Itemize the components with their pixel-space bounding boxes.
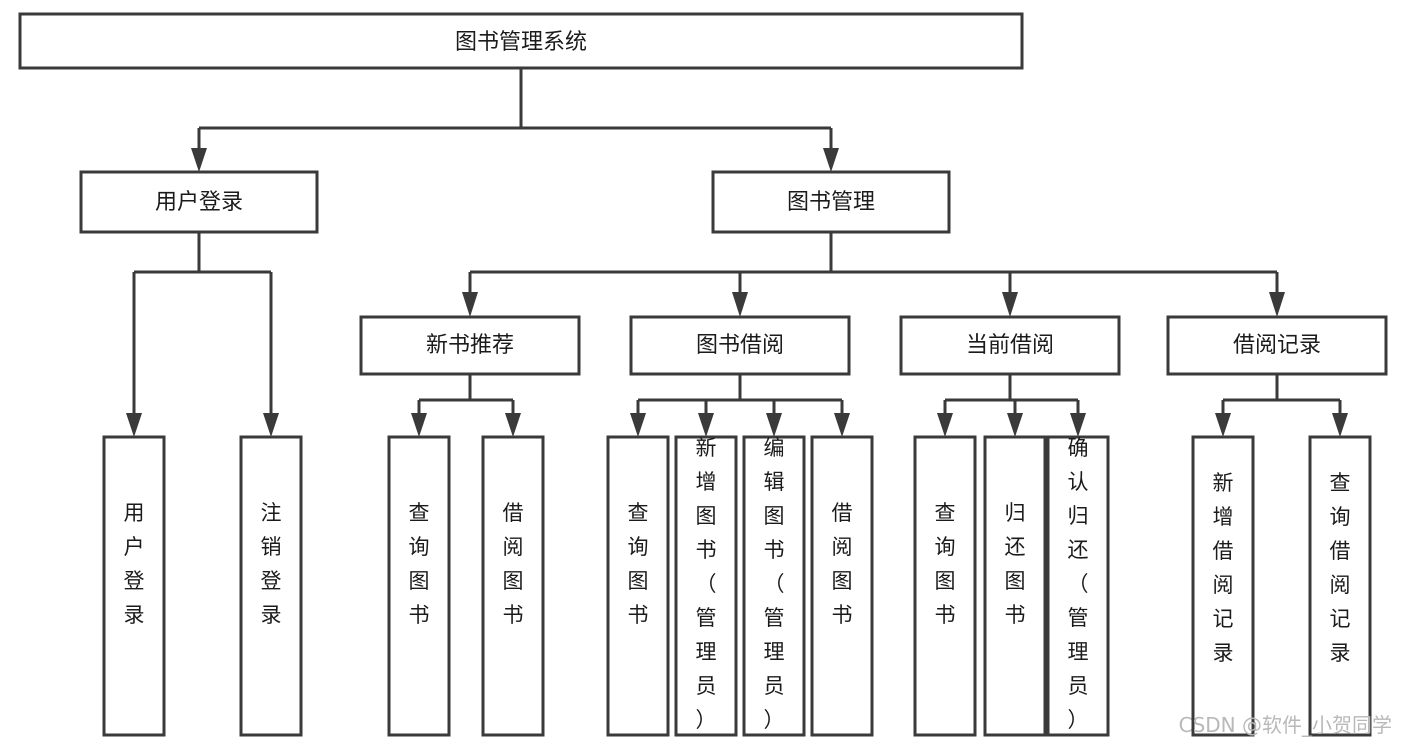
leaf-borrowrecord-query-label: 查询借阅记录 — [1330, 471, 1351, 665]
leaf-bookborrow-borrow-box[interactable] — [810, 435, 874, 737]
arrowhead-newbook — [462, 292, 478, 317]
csdn-watermark: CSDN @软件_小贺同学 — [1179, 713, 1392, 737]
leaf-user-login-logout-box[interactable] — [239, 435, 303, 737]
arrowhead-bookborrow-l1 — [630, 413, 646, 437]
leaf-bookborrow-edit-label: 编辑图书（管理员） — [764, 436, 785, 732]
arrowhead-currentborrow — [1002, 292, 1018, 317]
arrowhead-currentborrow-l3 — [1070, 413, 1086, 437]
leaf-bookborrow-query[interactable]: 查询图书 — [606, 435, 670, 737]
leaf-newbook-query-box[interactable] — [387, 435, 451, 737]
node-user-login-label: 用户登录 — [155, 190, 243, 215]
leaf-newbook-borrow-box[interactable] — [481, 435, 545, 737]
node-borrow-record[interactable]: 借阅记录 — [1166, 315, 1388, 376]
leaf-borrowrecord-add-label: 新增借阅记录 — [1213, 471, 1234, 665]
leaf-user-login-login-box[interactable] — [102, 435, 166, 737]
leaf-bookborrow-add-box[interactable] — [674, 435, 738, 737]
leaf-currentborrow-confirm-box[interactable] — [1046, 435, 1110, 737]
node-user-login[interactable]: 用户登录 — [79, 170, 319, 234]
arrowhead-user-login-leaf — [126, 413, 142, 437]
leaf-bookborrow-borrow[interactable]: 借阅图书 — [810, 435, 874, 737]
leaf-currentborrow-confirm-label: 确认归还（管理员） — [1068, 436, 1089, 732]
leaf-newbook-query-label: 查询图书 — [409, 501, 430, 627]
leaf-currentborrow-return-box[interactable] — [983, 435, 1047, 737]
leaf-currentborrow-return[interactable]: 归还图书 — [983, 435, 1047, 737]
arrowhead-newbook-l1 — [411, 413, 427, 437]
arrowhead-borrowrecord — [1269, 292, 1285, 317]
arrowhead-bookborrow — [732, 292, 748, 317]
connector-layer — [126, 68, 1348, 437]
leaf-borrowrecord-add-box[interactable] — [1191, 435, 1255, 737]
arrowhead-logout-leaf — [263, 413, 279, 437]
node-book-management[interactable]: 图书管理 — [711, 170, 951, 234]
node-book-management-box[interactable] — [711, 170, 951, 234]
leaf-user-login-logout[interactable]: 注销登录 — [239, 435, 303, 737]
node-borrow-record-box[interactable] — [1166, 315, 1388, 376]
arrowhead-bookborrow-l4 — [834, 413, 850, 437]
node-borrow-record-label: 借阅记录 — [1233, 333, 1321, 358]
node-root-label: 图书管理系统 — [455, 30, 587, 55]
node-new-book-recommend-label: 新书推荐 — [426, 333, 514, 358]
node-root-box[interactable] — [18, 12, 1024, 70]
leaf-currentborrow-query-label: 查询图书 — [935, 501, 956, 627]
node-current-borrow[interactable]: 当前借阅 — [899, 315, 1121, 376]
leaf-newbook-borrow[interactable]: 借阅图书 — [481, 435, 545, 737]
arrowhead-currentborrow-l2 — [1007, 413, 1023, 437]
arrowhead-borrowrecord-l2 — [1332, 413, 1348, 437]
arrowhead-userlogin — [191, 148, 207, 172]
leaf-borrowrecord-query-box[interactable] — [1308, 435, 1372, 737]
arrowhead-bookmgmt — [823, 148, 839, 172]
leaf-bookborrow-query-box[interactable] — [606, 435, 670, 737]
leaf-currentborrow-query[interactable]: 查询图书 — [913, 435, 977, 737]
leaf-currentborrow-return-label: 归还图书 — [1005, 501, 1026, 627]
leaf-newbook-query[interactable]: 查询图书 — [387, 435, 451, 737]
leaf-bookborrow-add[interactable]: 新增图书（管理员） — [674, 435, 738, 737]
leaf-user-login-login-label: 用户登录 — [124, 501, 145, 627]
arrowhead-bookborrow-l3 — [766, 413, 782, 437]
node-new-book-recommend[interactable]: 新书推荐 — [359, 315, 581, 376]
node-book-borrow-label: 图书借阅 — [696, 333, 784, 358]
leaf-bookborrow-add-label: 新增图书（管理员） — [696, 436, 717, 732]
leaf-bookborrow-edit-box[interactable] — [742, 435, 806, 737]
node-book-management-label: 图书管理 — [787, 190, 875, 215]
leaf-currentborrow-confirm[interactable]: 确认归还（管理员） — [1046, 435, 1110, 737]
arrowhead-borrowrecord-l1 — [1215, 413, 1231, 437]
leaf-borrowrecord-query[interactable]: 查询借阅记录 — [1308, 435, 1372, 737]
node-new-book-recommend-box[interactable] — [359, 315, 581, 376]
leaf-borrowrecord-add[interactable]: 新增借阅记录 — [1191, 435, 1255, 737]
arrowhead-bookborrow-l2 — [698, 413, 714, 437]
node-book-borrow[interactable]: 图书借阅 — [629, 315, 851, 376]
leaf-newbook-borrow-label: 借阅图书 — [503, 501, 524, 627]
leaf-user-login-login[interactable]: 用户登录 — [102, 435, 166, 737]
leaf-bookborrow-query-label: 查询图书 — [628, 501, 649, 627]
node-root[interactable]: 图书管理系统 — [18, 12, 1024, 70]
node-user-login-box[interactable] — [79, 170, 319, 234]
arrowhead-newbook-l2 — [505, 413, 521, 437]
arrowhead-currentborrow-l1 — [937, 413, 953, 437]
node-current-borrow-box[interactable] — [899, 315, 1121, 376]
leaf-user-login-logout-label: 注销登录 — [261, 501, 282, 627]
leaf-currentborrow-query-box[interactable] — [913, 435, 977, 737]
node-current-borrow-label: 当前借阅 — [966, 333, 1054, 358]
node-book-borrow-box[interactable] — [629, 315, 851, 376]
leaf-bookborrow-borrow-label: 借阅图书 — [832, 501, 853, 627]
leaf-bookborrow-edit[interactable]: 编辑图书（管理员） — [742, 435, 806, 737]
